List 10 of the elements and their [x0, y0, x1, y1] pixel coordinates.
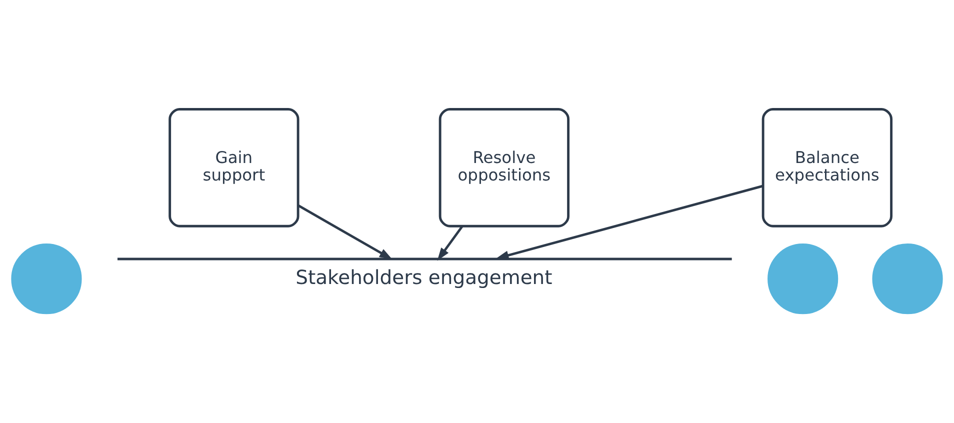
node-box: Resolve oppositions: [438, 108, 570, 228]
node-circle: [11, 244, 82, 314]
node-box: Balance expectations: [762, 108, 892, 228]
arrow: [496, 184, 764, 260]
node-text: Stakeholders engagement: [296, 266, 552, 289]
node-box: Gain support: [168, 108, 300, 228]
arrow: [298, 204, 392, 260]
arrow: [437, 225, 464, 261]
node-circle: [872, 244, 943, 314]
node-circle: [768, 244, 838, 314]
